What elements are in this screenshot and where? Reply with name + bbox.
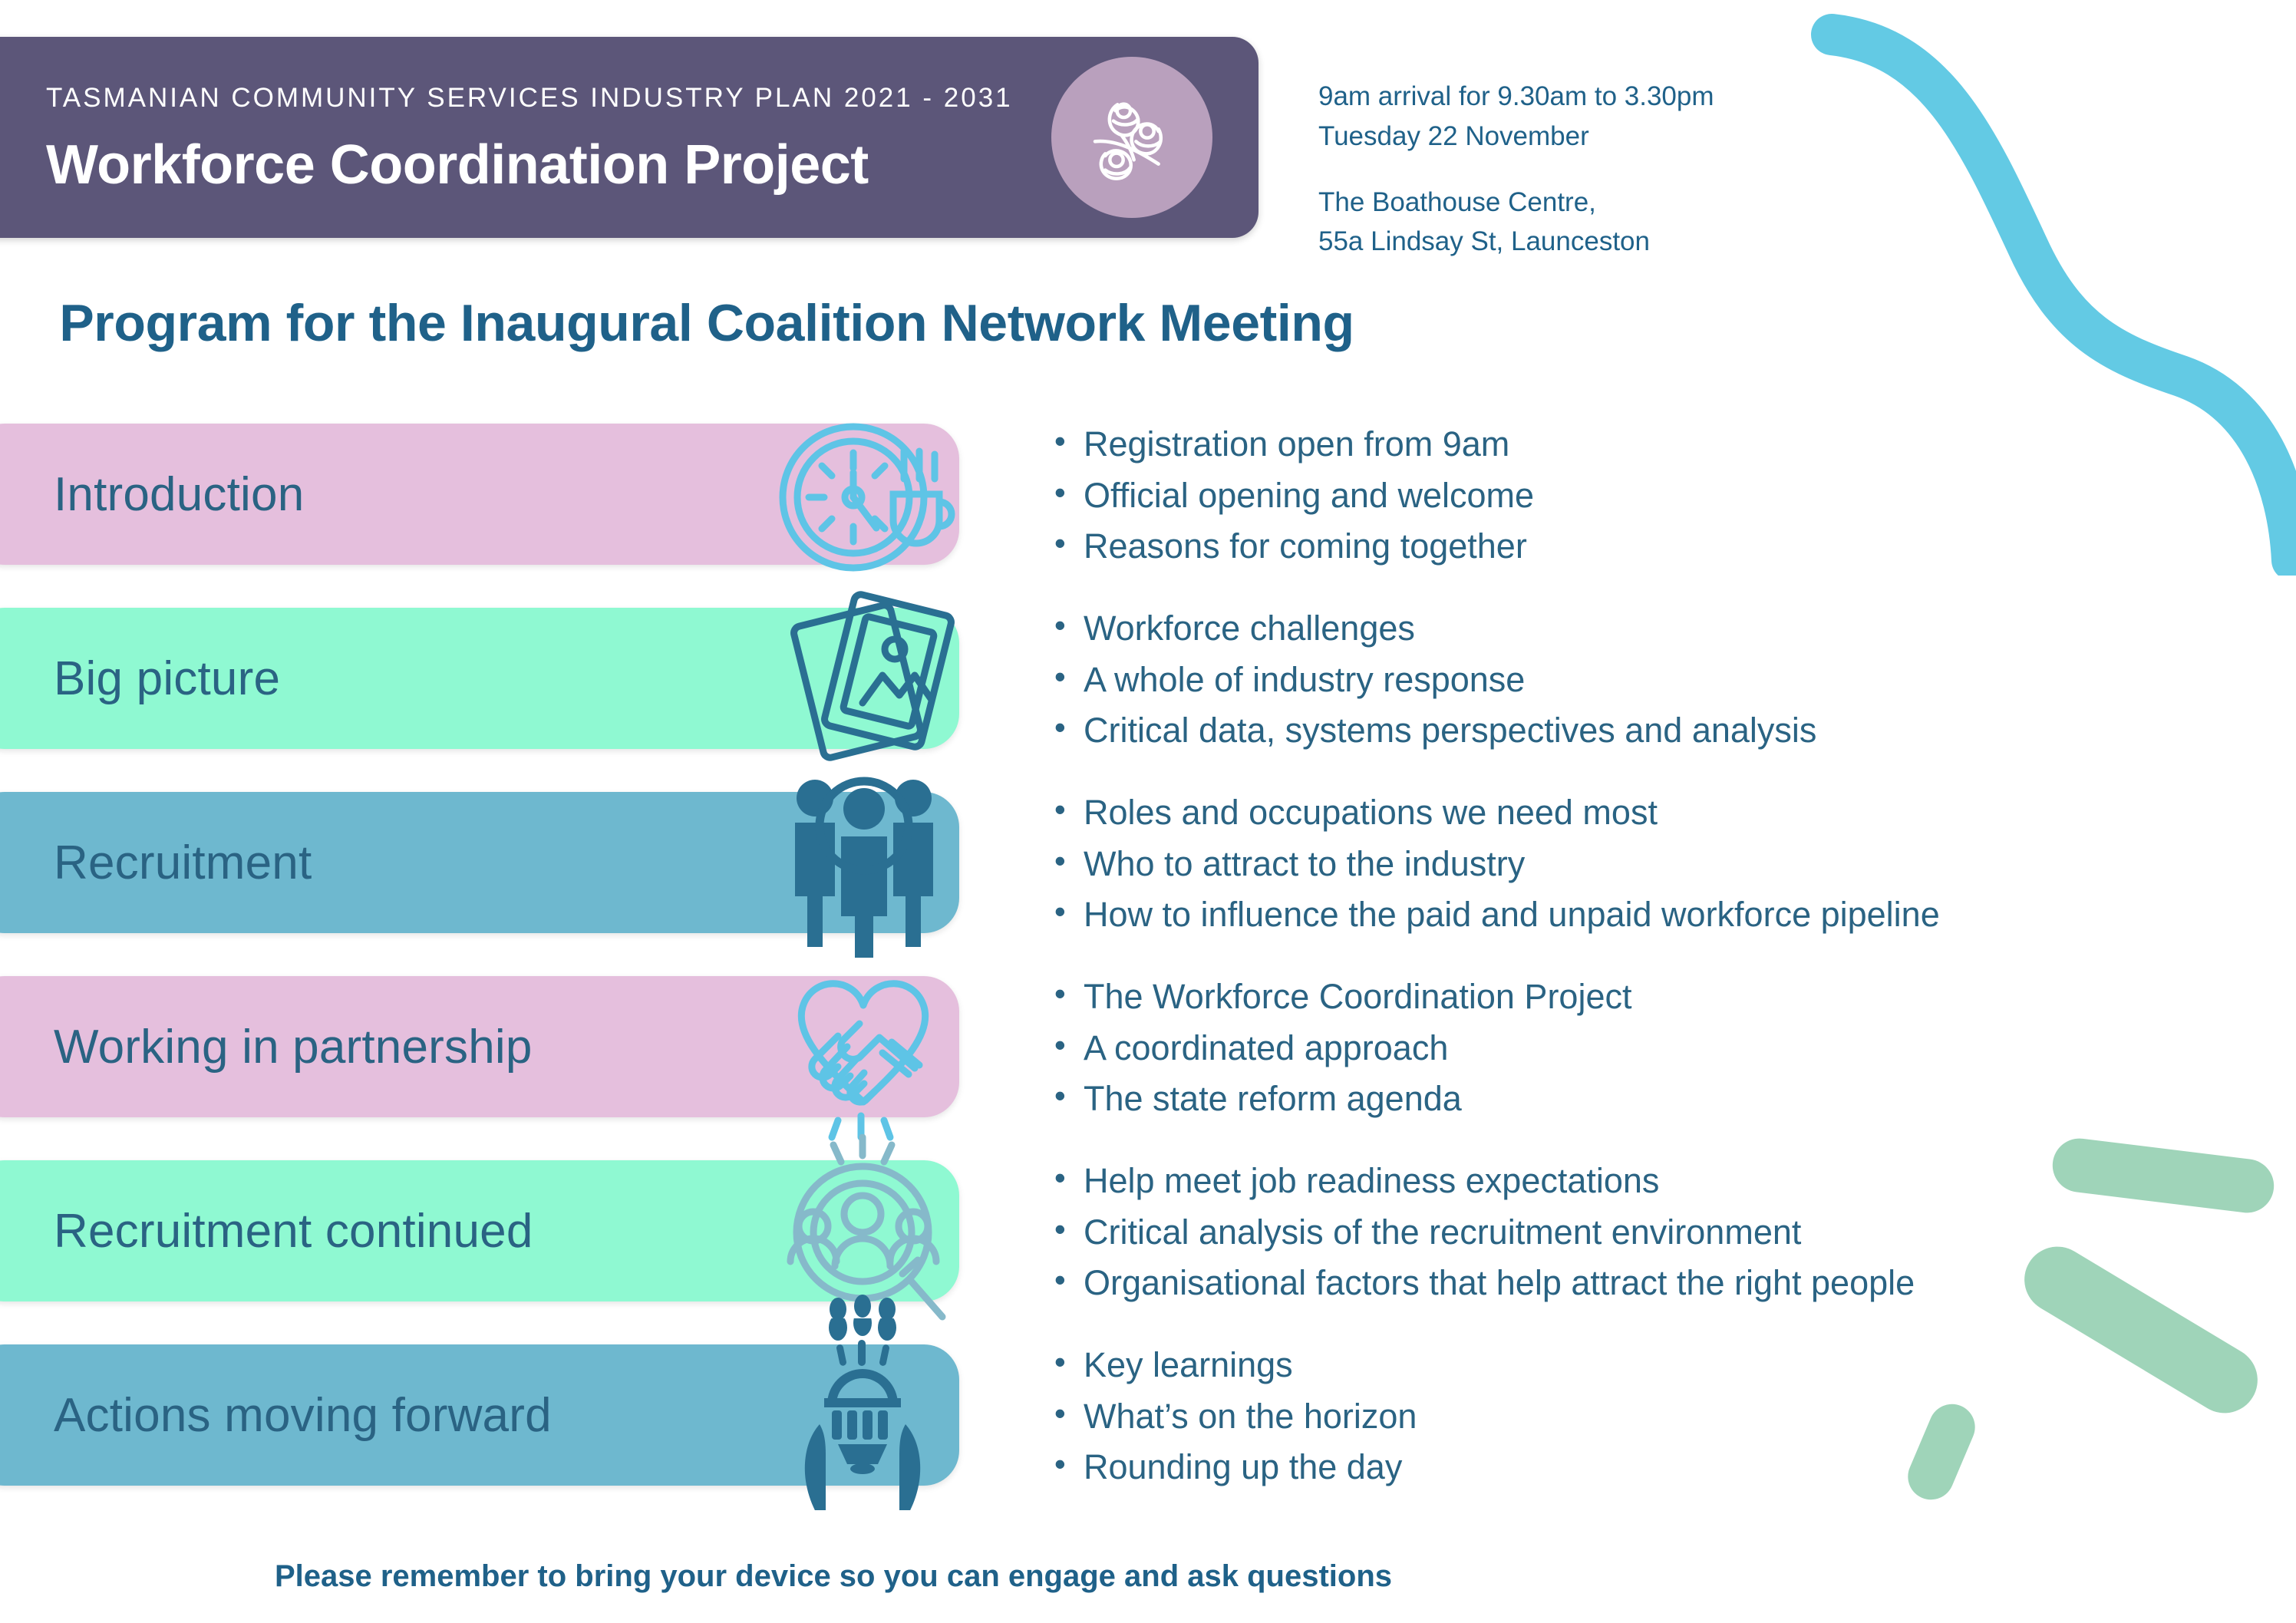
list-item: Registration open from 9am: [1050, 417, 1534, 470]
spacer: [1318, 157, 1714, 183]
bullet-list: Key learnings What’s on the horizon Roun…: [1050, 1338, 1417, 1493]
program-heading: Program for the Inaugural Coalition Netw…: [59, 294, 1354, 352]
section-label: Recruitment continued: [54, 1204, 533, 1258]
list-item: Roles and occupations we need most: [1050, 786, 1940, 839]
header-banner: TASMANIAN COMMUNITY SERVICES INDUSTRY PL…: [0, 37, 1259, 238]
list-item: Reasons for coming together: [1050, 520, 1534, 572]
magnifier-group-target-icon: [787, 1134, 946, 1321]
clock-coffee-icon: [779, 423, 955, 572]
photos-picture-icon: [790, 591, 955, 761]
section-bar-recruitment-continued: Recruitment continued: [0, 1160, 959, 1301]
section-label: Recruitment: [54, 836, 312, 889]
section-bar-big-picture: Big picture: [0, 608, 959, 749]
event-details: 9am arrival for 9.30am to 3.30pm Tuesday…: [1318, 77, 1714, 262]
section-bar-working-in-partnership: Working in partnership: [0, 976, 959, 1117]
bullet-list: The Workforce Coordination Project A coo…: [1050, 970, 1632, 1125]
event-address: 55a Lindsay St, Launceston: [1318, 226, 1650, 257]
list-item: The Workforce Coordination Project: [1050, 970, 1632, 1023]
section-label: Actions moving forward: [54, 1388, 552, 1442]
section-bar-actions-moving-forward: Actions moving forward: [0, 1344, 959, 1486]
agenda-row: Actions moving forward: [0, 1318, 2296, 1519]
agenda-row: Working in partnership Th: [0, 967, 2296, 1151]
header-text-block: TASMANIAN COMMUNITY SERVICES INDUSTRY PL…: [46, 83, 1013, 196]
agenda-row: Recruitment continued: [0, 1134, 2296, 1335]
list-item: How to influence the paid and unpaid wor…: [1050, 888, 1940, 941]
list-item: Rounding up the day: [1050, 1440, 1417, 1493]
section-label: Introduction: [54, 467, 305, 521]
list-item: Organisational factors that help attract…: [1050, 1256, 1915, 1309]
list-item: A coordinated approach: [1050, 1021, 1632, 1074]
section-label: Working in partnership: [54, 1020, 533, 1074]
industry-plan-eyebrow: TASMANIAN COMMUNITY SERVICES INDUSTRY PL…: [46, 83, 1013, 113]
agenda-row: Big picture Workforce challenges A whole…: [0, 591, 2296, 783]
hands-holding-globe-icon: [804, 1318, 921, 1510]
list-item: The state reform agenda: [1050, 1072, 1632, 1125]
list-item: Workforce challenges: [1050, 602, 1816, 655]
list-item: Critical data, systems perspectives and …: [1050, 704, 1816, 757]
footer-reminder: Please remember to bring your device so …: [274, 1559, 1393, 1593]
workforce-coalition-logo: [1051, 57, 1212, 218]
bullet-list: Roles and occupations we need most Who t…: [1050, 786, 1940, 941]
bullet-list: Help meet job readiness expectations Cri…: [1050, 1154, 1915, 1309]
list-item: Help meet job readiness expectations: [1050, 1154, 1915, 1207]
bullet-list: Workforce challenges A whole of industry…: [1050, 602, 1816, 757]
people-magnifier-icon: [795, 777, 933, 958]
list-item: A whole of industry response: [1050, 653, 1816, 706]
list-item: Critical analysis of the recruitment env…: [1050, 1206, 1915, 1258]
triskelion-people-icon: [1093, 102, 1163, 180]
list-item: What’s on the horizon: [1050, 1390, 1417, 1443]
event-time: 9am arrival for 9.30am to 3.30pm: [1318, 81, 1714, 111]
bullet-list: Registration open from 9am Official open…: [1050, 417, 1534, 572]
event-date: Tuesday 22 November: [1318, 120, 1589, 151]
list-item: Who to attract to the industry: [1050, 837, 1940, 890]
handshake-heart-icon: [797, 980, 929, 1141]
agenda-row: Introduction: [0, 414, 2296, 599]
list-item: Official opening and welcome: [1050, 469, 1534, 522]
project-title: Workforce Coordination Project: [46, 134, 869, 196]
list-item: Key learnings: [1050, 1338, 1417, 1391]
agenda-rows: Introduction: [0, 414, 2296, 1519]
section-label: Big picture: [54, 652, 281, 705]
event-venue: The Boathouse Centre,: [1318, 186, 1596, 217]
agenda-row: Recruitment Roles and occupations we nee: [0, 777, 2296, 967]
